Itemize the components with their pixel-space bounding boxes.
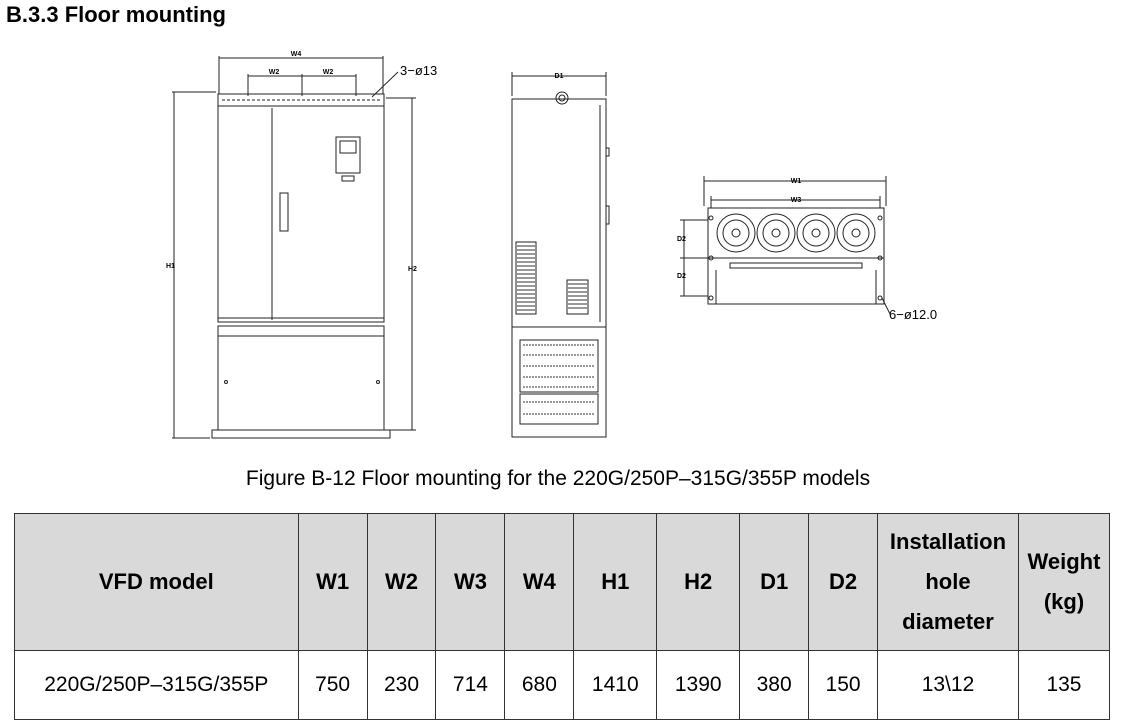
side-view-drawing <box>511 72 610 438</box>
table-cell: 135 <box>1017 650 1111 720</box>
header-cell: W1 <box>297 513 368 651</box>
table-cell: 1410 <box>573 650 658 720</box>
table-cell: 1390 <box>656 650 741 720</box>
table-cell: 150 <box>808 650 879 720</box>
dimension-table: VFD model W1 W2 W3 W4 H1 H2 D1 D2 Instal… <box>14 513 1111 720</box>
table-header-row: VFD model W1 W2 W3 W4 H1 H2 D1 D2 Instal… <box>14 513 1111 651</box>
figure-caption: Figure B-12 Floor mounting for the 220G/… <box>245 467 871 490</box>
header-cell: H1 <box>573 513 658 651</box>
label-holes-bottom: 6−ø12.0 <box>889 307 937 322</box>
header-cell: H2 <box>656 513 741 651</box>
header-cell: D1 <box>739 513 810 651</box>
label-w1: W1 <box>791 178 802 185</box>
header-cell-weight: Weight (kg) <box>1017 513 1111 651</box>
header-cell: W2 <box>366 513 437 651</box>
table-cell: 220G/250P–315G/355P <box>14 650 299 720</box>
header-cell: D2 <box>808 513 879 651</box>
label-h1: H1 <box>166 263 175 270</box>
front-view-drawing <box>172 56 416 439</box>
label-w2-right: W2 <box>323 69 334 76</box>
table-row: 220G/250P–315G/355P 750 230 714 680 1410… <box>14 650 1111 720</box>
header-cell: VFD model <box>14 513 299 651</box>
header-cell: W3 <box>435 513 506 651</box>
section-title: B.3.3 Floor mounting <box>6 2 226 27</box>
dimension-drawings: W4 W2 W2 3−ø13 H1 H2 D1 W1 W3 D2 D2 6−ø1… <box>166 51 937 439</box>
table-cell: 680 <box>504 650 575 720</box>
table-cell: 714 <box>435 650 506 720</box>
label-h2: H2 <box>408 266 417 273</box>
label-d2-top: D2 <box>677 236 686 243</box>
header-cell: W4 <box>504 513 575 651</box>
label-d1: D1 <box>555 73 564 80</box>
table-cell: 750 <box>297 650 368 720</box>
label-d2-bottom: D2 <box>677 273 686 280</box>
label-holes-top: 3−ø13 <box>400 63 437 78</box>
header-cell-hole-diameter: Installation hole diameter <box>877 513 1019 651</box>
side-view-vents <box>517 245 595 415</box>
label-w4: W4 <box>291 51 302 58</box>
table-cell: 13\12 <box>877 650 1019 720</box>
bottom-view-drawing <box>680 176 891 315</box>
label-w3: W3 <box>791 197 802 204</box>
label-w2-left: W2 <box>269 69 280 76</box>
table-cell: 380 <box>739 650 810 720</box>
table-cell: 230 <box>366 650 437 720</box>
